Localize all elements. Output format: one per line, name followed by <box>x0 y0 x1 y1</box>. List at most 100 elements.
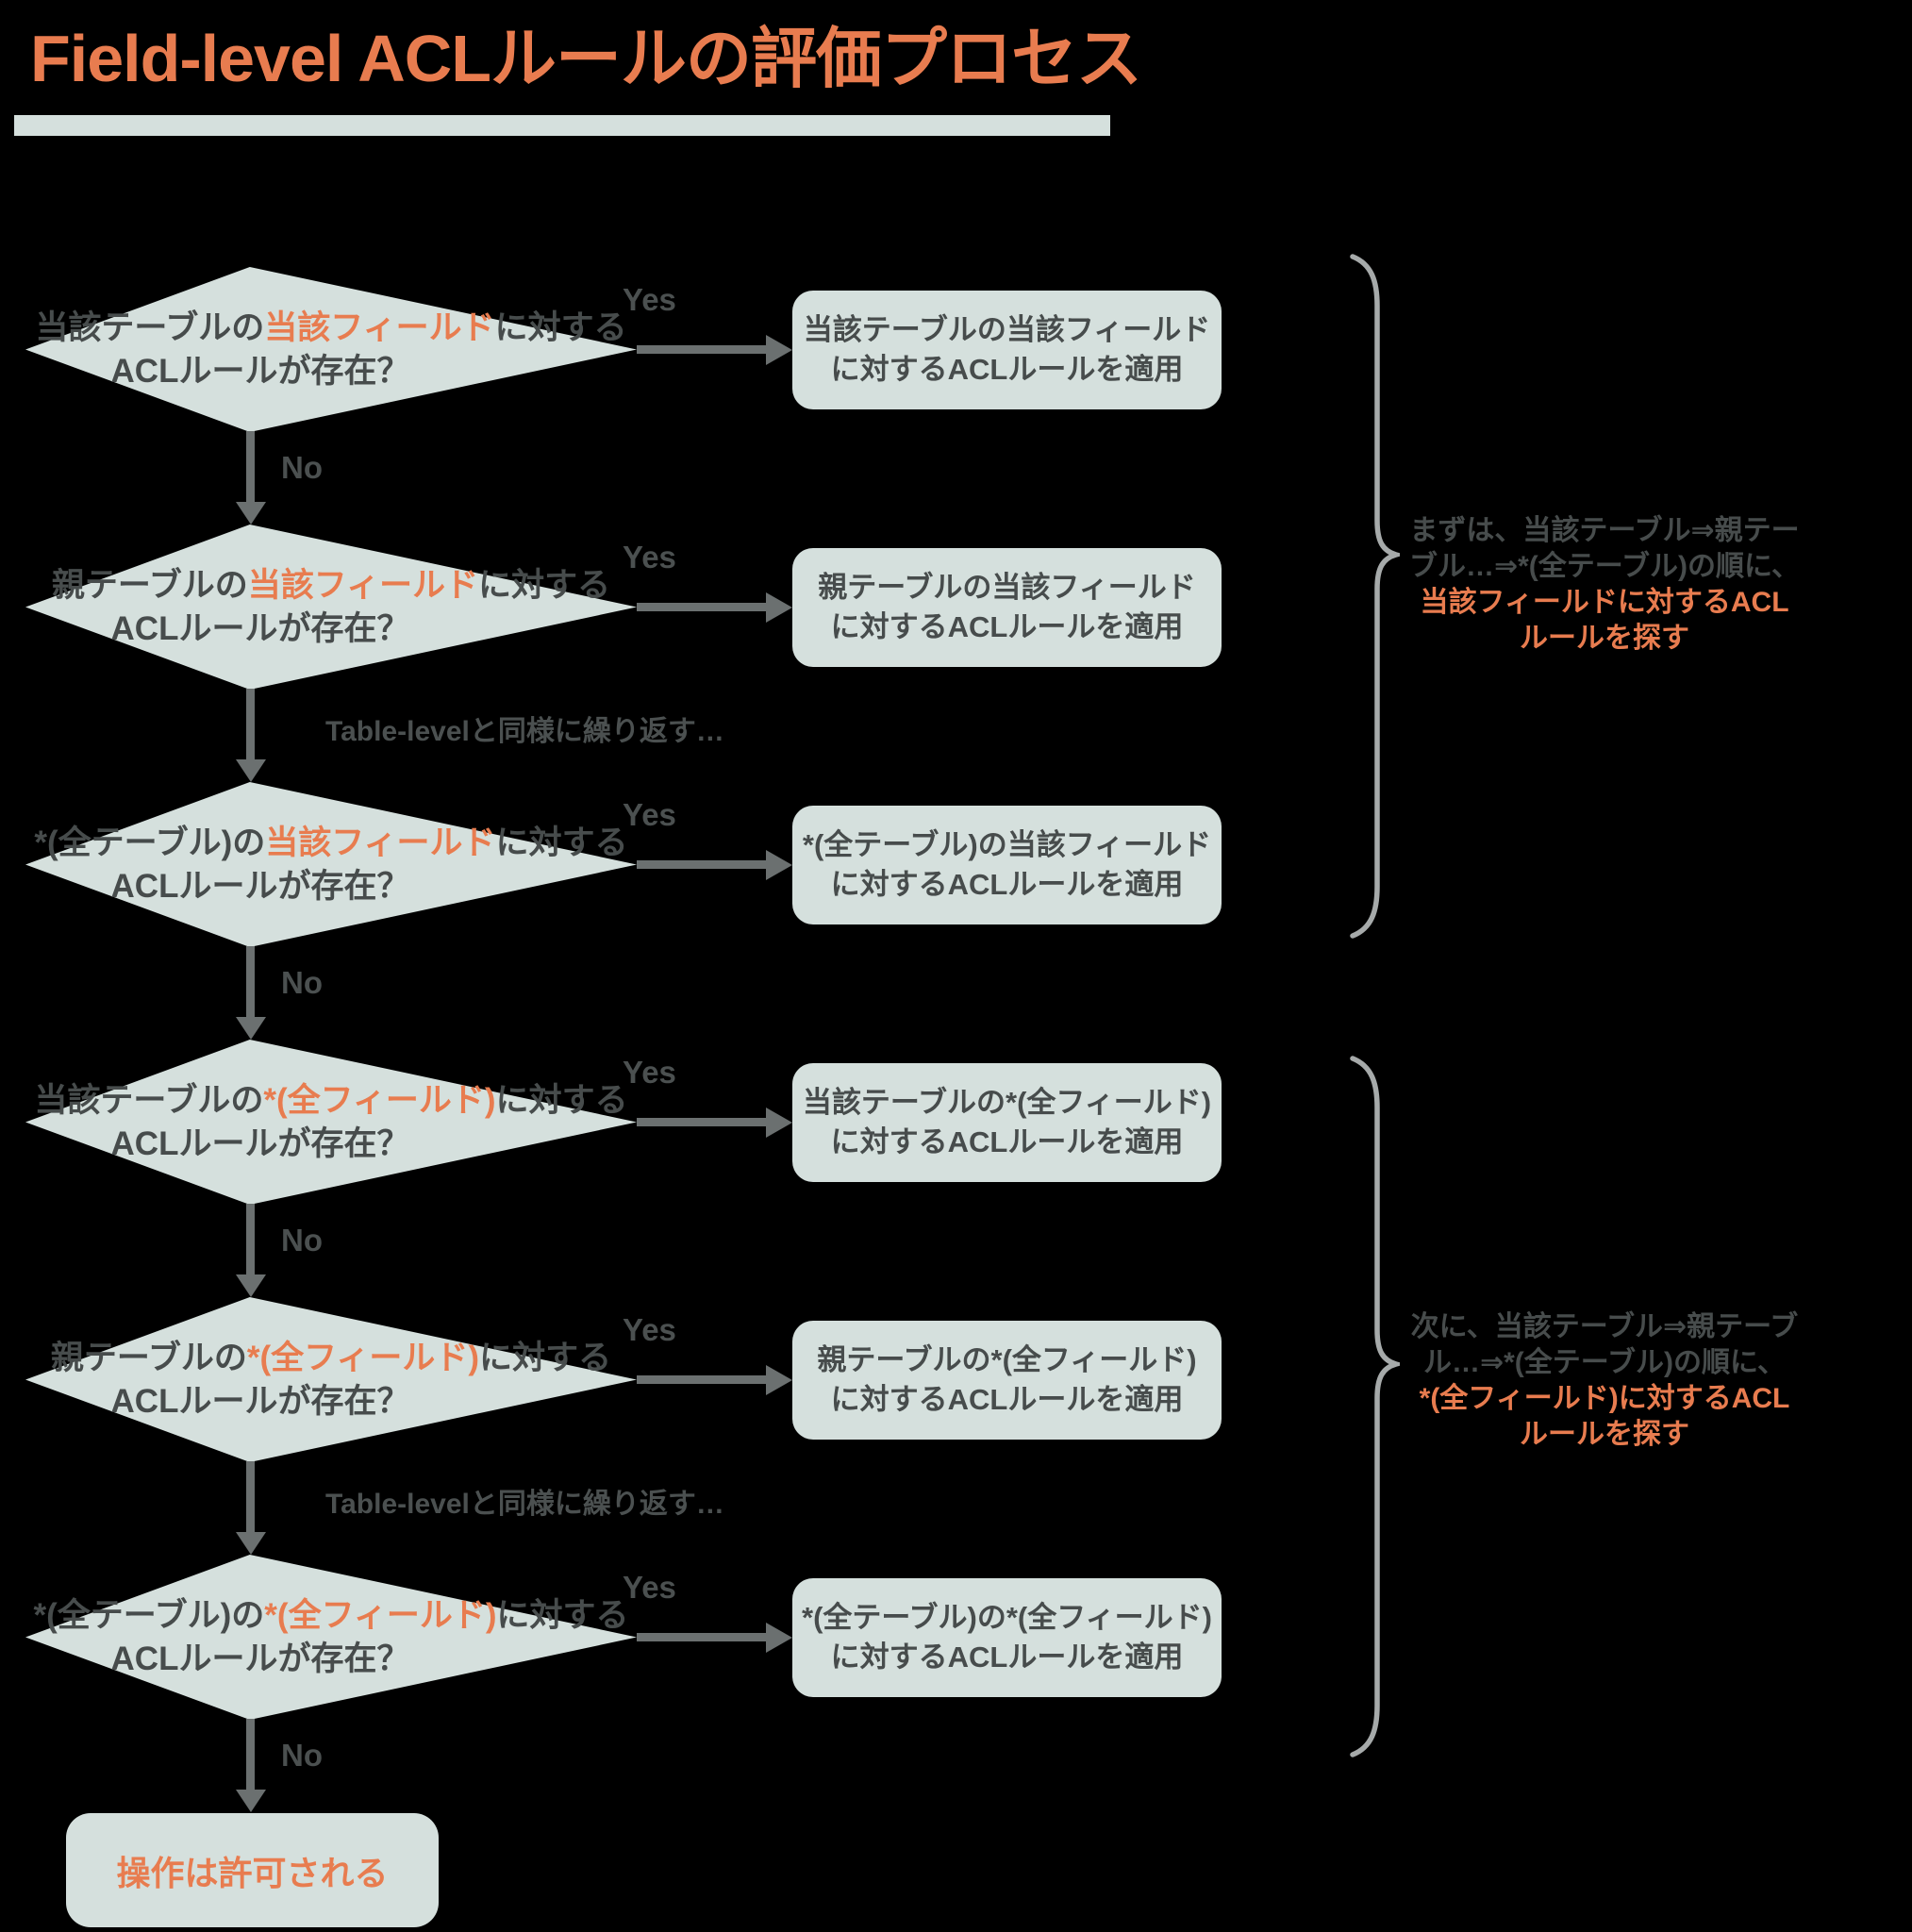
yes-arrow <box>637 1633 769 1641</box>
flow-row-6: *(全テーブル)の*(全フィールド)に対する ACLルールが存在？ Yes *(… <box>0 1555 1912 1720</box>
curly-brace-top <box>1350 254 1400 939</box>
decision-question: 当該テーブルの当該フィールドに対する ACLルールが存在？ <box>25 267 637 432</box>
down-arrow <box>246 1719 255 1791</box>
final-node: 操作は許可される <box>66 1813 439 1927</box>
question-highlight: 当該フィールド <box>265 824 496 861</box>
question-line2: ACLルールが存在？ <box>110 1640 410 1677</box>
question-prefix: *(全テーブル)の <box>34 824 266 861</box>
yes-arrow <box>637 603 769 611</box>
yes-arrow-head <box>766 1365 792 1395</box>
question-highlight: 当該フィールド <box>247 566 479 604</box>
question-line2: ACLルールが存在？ <box>110 352 410 390</box>
flow-row-2: 親テーブルの当該フィールドに対する ACLルールが存在？ Yes 親テーブルの当… <box>0 525 1912 690</box>
repeat-label: Table-levelと同様に繰り返す… <box>325 716 724 747</box>
flow-row-4: 当該テーブルの*(全フィールド)に対する ACLルールが存在？ Yes 当該テー… <box>0 1040 1912 1205</box>
question-highlight: 当該フィールド <box>264 308 495 346</box>
yes-arrow-head <box>766 1108 792 1138</box>
connector-2: Table-levelと同様に繰り返す… <box>0 689 1912 782</box>
question-prefix: 当該テーブルの <box>35 308 265 346</box>
yes-arrow-head <box>766 592 792 623</box>
yes-arrow <box>637 860 769 869</box>
action-line2: に対するACLルールを適用 <box>830 1641 1184 1674</box>
decision-question: *(全テーブル)の当該フィールドに対する ACLルールが存在？ <box>25 782 637 947</box>
annotation-field-search: まずは、当該テーブル⇒親テー ブル…⇒*(全テーブル)の順に、 当該フィールドに… <box>1383 513 1826 657</box>
action-box: 親テーブルの当該フィールド に対するACLルールを適用 <box>792 548 1222 667</box>
action-box: 当該テーブルの*(全フィールド) に対するACLルールを適用 <box>792 1063 1222 1182</box>
question-line2: ACLルールが存在？ <box>110 609 410 647</box>
action-line2: に対するACLルールを適用 <box>830 1125 1184 1158</box>
annotation-line-highlight: ルールを探す <box>1520 623 1689 654</box>
action-line1: 当該テーブルの当該フィールド <box>803 313 1211 346</box>
no-label: No <box>281 965 323 1000</box>
action-box: 親テーブルの*(全フィールド) に対するACLルールを適用 <box>792 1321 1222 1440</box>
question-line1: 当該テーブルの当該フィールドに対する <box>35 307 626 350</box>
yes-arrow-head <box>766 850 792 880</box>
yes-label: Yes <box>623 282 676 317</box>
yes-arrow <box>637 1375 769 1384</box>
down-arrow-head <box>236 759 266 782</box>
annotation-line: まずは、当該テーブル⇒親テー <box>1409 515 1800 546</box>
question-prefix: 親テーブルの <box>50 1339 247 1376</box>
decision-question: 当該テーブルの*(全フィールド)に対する ACLルールが存在？ <box>25 1040 637 1205</box>
decision-question: *(全テーブル)の*(全フィールド)に対する ACLルールが存在？ <box>25 1555 637 1720</box>
annotation-line: ル…⇒*(全テーブル)の順に、 <box>1422 1347 1787 1378</box>
action-line1: *(全テーブル)の当該フィールド <box>802 828 1212 861</box>
flow-row-1: 当該テーブルの当該フィールドに対する ACLルールが存在？ Yes 当該テーブル… <box>0 267 1912 432</box>
curly-brace-bottom <box>1350 1056 1400 1757</box>
question-highlight: *(全フィールド) <box>263 1081 496 1119</box>
question-suffix: に対する <box>495 1081 628 1119</box>
annotation-wildcard-search: 次に、当該テーブル⇒親テーブ ル…⇒*(全テーブル)の順に、 *(全フィールド)… <box>1383 1309 1826 1453</box>
question-line2: ACLルールが存在？ <box>110 867 410 905</box>
repeat-label: Table-levelと同様に繰り返す… <box>325 1489 724 1520</box>
flow-row-5: 親テーブルの*(全フィールド)に対する ACLルールが存在？ Yes 親テーブル… <box>0 1297 1912 1462</box>
question-line1: *(全テーブル)の当該フィールドに対する <box>34 822 627 865</box>
no-label: No <box>281 1738 323 1773</box>
question-line1: 親テーブルの当該フィールドに対する <box>52 564 610 608</box>
connector-4: No <box>0 1204 1912 1297</box>
action-box: *(全テーブル)の当該フィールド に対するACLルールを適用 <box>792 806 1222 924</box>
question-line2: ACLルールが存在？ <box>110 1124 410 1162</box>
question-highlight: *(全フィールド) <box>264 1596 497 1634</box>
yes-label: Yes <box>623 1570 676 1605</box>
down-arrow-head <box>236 502 266 525</box>
annotation-line-highlight: 当該フィールドに対するACL <box>1420 587 1789 618</box>
down-arrow-head <box>236 1790 266 1812</box>
connector-3: No <box>0 946 1912 1040</box>
yes-label: Yes <box>623 797 676 832</box>
question-prefix: 当該テーブルの <box>34 1081 264 1119</box>
question-prefix: *(全テーブル)の <box>33 1596 265 1634</box>
question-suffix: に対する <box>496 1596 629 1634</box>
page-title: Field-level ACLルールの評価プロセス <box>30 22 1142 95</box>
action-line2: に対するACLルールを適用 <box>830 868 1184 901</box>
action-line1: 親テーブルの*(全フィールド) <box>817 1343 1197 1376</box>
down-arrow-head <box>236 1017 266 1040</box>
question-suffix: に対する <box>494 308 627 346</box>
yes-arrow <box>637 345 769 354</box>
down-arrow <box>246 946 255 1019</box>
down-arrow-head <box>236 1532 266 1555</box>
question-line1: 当該テーブルの*(全フィールド)に対する <box>34 1079 627 1123</box>
down-arrow <box>246 1204 255 1276</box>
no-label: No <box>281 450 323 485</box>
question-highlight: *(全フィールド) <box>246 1339 480 1376</box>
annotation-line: 次に、当該テーブル⇒親テーブ <box>1410 1311 1799 1342</box>
yes-arrow-head <box>766 335 792 365</box>
annotation-line: ブル…⇒*(全テーブル)の順に、 <box>1408 551 1801 582</box>
question-prefix: 親テーブルの <box>51 566 248 604</box>
annotation-line-highlight: ルールを探す <box>1520 1419 1689 1450</box>
action-line1: *(全テーブル)の*(全フィールド) <box>802 1601 1212 1634</box>
action-line1: 親テーブルの当該フィールド <box>818 571 1196 604</box>
action-line2: に対するACLルールを適用 <box>830 610 1184 643</box>
action-line2: に対するACLルールを適用 <box>830 353 1184 386</box>
question-line1: *(全テーブル)の*(全フィールド)に対する <box>33 1594 628 1638</box>
no-label: No <box>281 1223 323 1257</box>
action-line2: に対するACLルールを適用 <box>830 1383 1184 1416</box>
connector-6: No <box>0 1719 1912 1812</box>
yes-label: Yes <box>623 540 676 575</box>
down-arrow <box>246 431 255 504</box>
question-suffix: に対する <box>495 824 628 861</box>
question-line2: ACLルールが存在？ <box>110 1382 410 1420</box>
final-node-label: 操作は許可される <box>116 1853 389 1892</box>
question-suffix: に対する <box>479 1339 612 1376</box>
